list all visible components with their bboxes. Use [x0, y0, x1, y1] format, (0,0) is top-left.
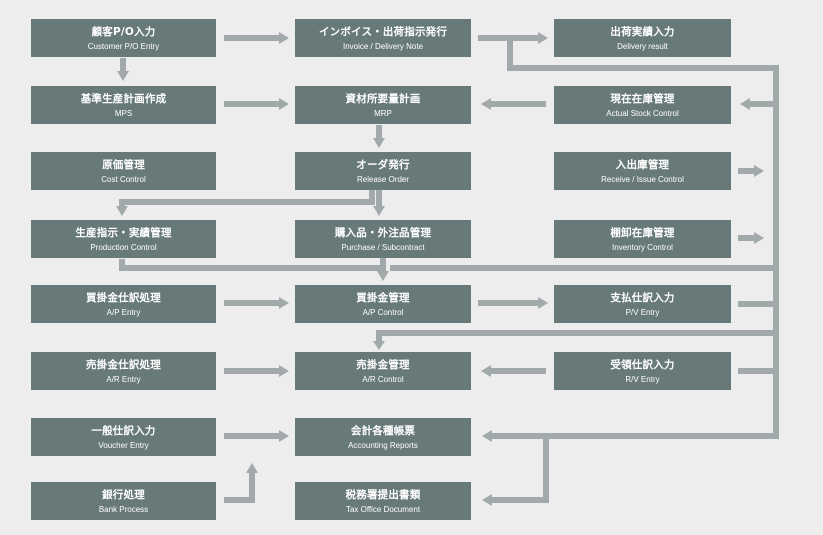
- box-accounting-reports: 会計各種帳票 Accounting Reports: [295, 418, 471, 456]
- box-title-en: Actual Stock Control: [606, 108, 679, 118]
- box-title-en: Production Control: [90, 242, 157, 252]
- arrowhead: [481, 98, 491, 110]
- box-ar-control: 売掛金管理 A/R Control: [295, 352, 471, 390]
- arrowhead: [117, 71, 129, 81]
- box-title-en: Bank Process: [98, 504, 149, 514]
- box-ar-entry: 売掛金仕訳処理 A/R Entry: [31, 352, 216, 390]
- arrowhead: [481, 365, 491, 377]
- arrowhead: [116, 206, 128, 216]
- box-title-en: Delivery result: [617, 41, 668, 51]
- arrowhead: [538, 297, 548, 309]
- box-pv-entry: 支払仕訳入力 P/V Entry: [554, 285, 731, 323]
- box-title-jp: 入出庫管理: [615, 158, 670, 171]
- box-title-en: A/R Entry: [106, 374, 141, 384]
- box-title-jp: 支払仕訳入力: [610, 291, 675, 304]
- box-title-jp: 棚卸在庫管理: [610, 226, 675, 239]
- box-rv-entry: 受領仕訳入力 R/V Entry: [554, 352, 731, 390]
- box-title-en: Invoice / Delivery Note: [342, 41, 424, 51]
- box-title-en: R/V Entry: [625, 374, 660, 384]
- box-mps: 基準生産計画作成 MPS: [31, 86, 216, 124]
- arrowhead: [373, 206, 385, 216]
- box-voucher-entry: 一般仕訳入力 Voucher Entry: [31, 418, 216, 456]
- box-title-jp: 売掛金仕訳処理: [86, 358, 161, 371]
- box-title-en: Release Order: [356, 174, 410, 184]
- box-title-jp: 買掛金仕訳処理: [86, 291, 161, 304]
- arrowhead: [754, 232, 764, 244]
- box-title-jp: 現在在庫管理: [610, 92, 675, 105]
- connector-release-to-production: [119, 190, 375, 207]
- box-purchase-subcontract: 購入品・外注品管理 Purchase / Subcontract: [295, 220, 471, 258]
- box-title-en: A/R Control: [362, 374, 404, 384]
- box-invoice-delivery-note: インボイス・出荷指示発行 Invoice / Delivery Note: [295, 19, 471, 57]
- arrowhead: [538, 32, 548, 44]
- box-title-jp: 銀行処理: [102, 488, 145, 501]
- arrowhead: [740, 98, 750, 110]
- box-title-jp: 税務署提出書類: [345, 488, 421, 501]
- arrowhead: [373, 138, 385, 148]
- box-ap-entry: 買掛金仕訳処理 A/P Entry: [31, 285, 216, 323]
- arrowhead: [482, 430, 492, 442]
- box-title-en: Cost Control: [101, 174, 146, 184]
- box-title-en: MPS: [114, 108, 133, 118]
- box-title-en: MRP: [374, 108, 392, 118]
- connector-rail-to-stock: [390, 101, 779, 271]
- arrowhead: [279, 430, 289, 442]
- box-title-en: Customer P/O Entry: [87, 41, 160, 51]
- box-title-jp: 生産指示・実績管理: [75, 226, 172, 239]
- box-delivery-result: 出荷実績入力 Delivery result: [554, 19, 731, 57]
- box-title-jp: 購入品・外注品管理: [334, 226, 432, 239]
- box-title-en: Inventory Control: [612, 242, 673, 252]
- box-tax-office-document: 税務署提出書類 Tax Office Document: [295, 482, 471, 520]
- arrowhead: [482, 494, 492, 506]
- box-title-jp: 会計各種帳票: [350, 424, 416, 437]
- arrowhead: [279, 365, 289, 377]
- connector-reports-to-tax: [491, 436, 549, 503]
- box-ap-control: 買掛金管理 A/P Control: [295, 285, 471, 323]
- box-title-en: Purchase / Subcontract: [341, 242, 425, 252]
- box-customer-po-entry: 顧客P/O入力 Customer P/O Entry: [31, 19, 216, 57]
- connector-production-bus: [119, 259, 384, 271]
- connector-bank-to-voucher: [224, 472, 255, 503]
- box-title-jp: インボイス・出荷指示発行: [318, 25, 448, 38]
- box-title-jp: 買掛金管理: [356, 291, 410, 304]
- box-cost-control: 原価管理 Cost Control: [31, 152, 216, 190]
- box-bank-process: 銀行処理 Bank Process: [31, 482, 216, 520]
- box-release-order: オーダ発行 Release Order: [295, 152, 471, 190]
- box-inventory-control: 棚卸在庫管理 Inventory Control: [554, 220, 731, 258]
- arrowhead: [377, 271, 389, 281]
- box-title-en: A/P Entry: [106, 307, 141, 317]
- arrowhead: [373, 341, 385, 350]
- box-title-en: Voucher Entry: [98, 440, 149, 450]
- box-title-jp: 出荷実績入力: [610, 25, 675, 38]
- box-title-jp: 顧客P/O入力: [91, 25, 156, 38]
- arrowhead: [754, 165, 764, 177]
- box-title-jp: 資材所要量計画: [345, 92, 421, 105]
- box-title-jp: 受領仕訳入力: [610, 358, 675, 371]
- arrowhead: [246, 463, 258, 473]
- box-title-en: Receive / Issue Control: [601, 174, 684, 184]
- box-actual-stock-control: 現在在庫管理 Actual Stock Control: [554, 86, 731, 124]
- box-mrp: 資材所要量計画 MRP: [295, 86, 471, 124]
- arrowhead: [279, 32, 289, 44]
- arrowhead: [279, 98, 289, 110]
- box-title-en: P/V Entry: [625, 307, 660, 317]
- box-title-jp: 基準生産計画作成: [80, 92, 167, 105]
- box-title-en: Tax Office Document: [345, 504, 421, 514]
- box-title-jp: 売掛金管理: [356, 358, 410, 371]
- box-title-jp: オーダ発行: [356, 158, 410, 171]
- box-title-jp: 原価管理: [102, 158, 145, 171]
- arrowhead: [279, 297, 289, 309]
- box-production-control: 生産指示・実績管理 Production Control: [31, 220, 216, 258]
- box-title-jp: 一般仕訳入力: [91, 424, 156, 437]
- box-title-en: Accounting Reports: [348, 440, 418, 450]
- box-title-en: A/P Control: [362, 307, 404, 317]
- box-receive-issue-control: 入出庫管理 Receive / Issue Control: [554, 152, 731, 190]
